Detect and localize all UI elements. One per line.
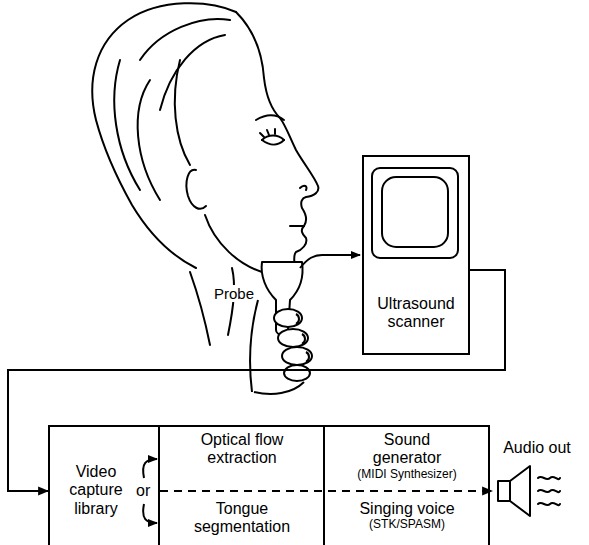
speaker-symbol (498, 466, 560, 516)
node-text: (STK/SPASM) (349, 518, 465, 532)
node-text: Audio out (492, 439, 582, 457)
scanner-box: Ultrasound scanner (362, 155, 470, 355)
node-text: Singing voice (349, 500, 465, 518)
scanner-screen (372, 168, 458, 258)
signal-connector (160, 490, 492, 492)
text-group: Optical flow extraction (184, 431, 300, 468)
text-group: Sound generator(MIDI Synthesizer) (349, 431, 465, 482)
probe-cable (300, 255, 360, 268)
switch-label: or (136, 482, 150, 500)
signal-connector (8, 270, 505, 491)
node-text: Tongue segmentation (184, 500, 300, 537)
node-text: Sound generator (357, 431, 457, 468)
node-text: (MIDI Synthesizer) (349, 468, 465, 482)
probe-and-hand (250, 262, 312, 394)
process-cell: Sound generator(MIDI Synthesizer) Singing… (323, 425, 490, 545)
node-text: Video capture library (56, 463, 136, 518)
speaker-node: Audio out (492, 439, 582, 519)
text-group: Singing voice(STK/SPASM) (349, 500, 465, 532)
text-group: Ultrasound scanner (366, 295, 466, 332)
node-text: Ultrasound scanner (366, 295, 466, 332)
text-group: Video capture library (56, 463, 136, 518)
node-text: Optical flow extraction (184, 431, 300, 468)
process-cell: Optical flow extractionTongue segmentati… (158, 425, 325, 545)
part-label: Probe (214, 285, 254, 302)
text-group: Audio out (492, 439, 582, 457)
head-drawing (92, 3, 318, 345)
text-group: Tongue segmentation (184, 500, 300, 537)
